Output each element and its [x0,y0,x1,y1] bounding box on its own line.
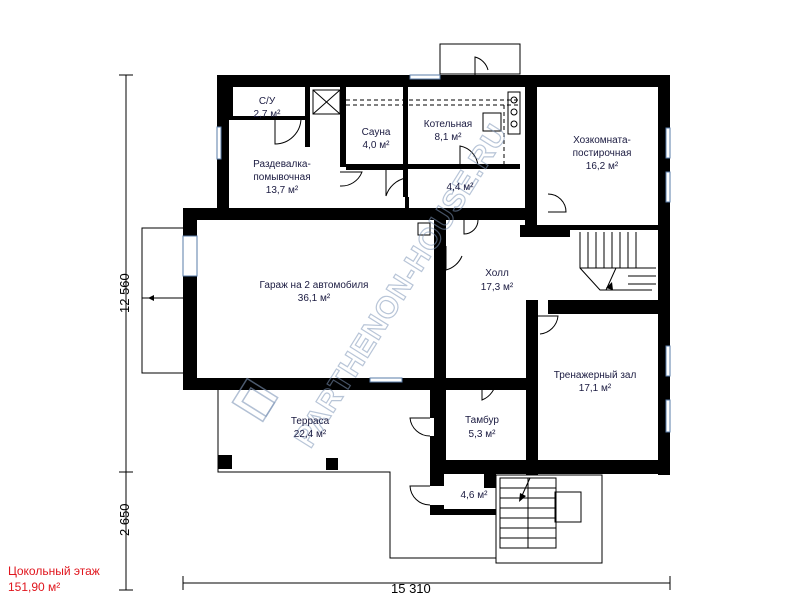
dim-height-lower: 2 650 [117,503,132,536]
room-trenazher-area: 17,1 м² [579,383,612,394]
carport-arrow-icon [148,295,168,301]
floor-summary: Цокольный этаж 151,90 м² [8,563,100,595]
room-hozkomnata-area: 16,2 м² [586,161,619,172]
room-tambur-name: Тамбур [465,414,499,426]
room-sauna-name: Сауна [362,127,391,138]
room-porch: 4,6 м² [461,490,489,501]
floor-name: Цокольный этаж [8,564,100,578]
room-trenazher-name: Тренажерный зал [554,370,637,381]
room-su: С/У 2,7 м² [254,96,282,120]
windows [182,74,671,433]
fixtures [312,89,521,236]
room-tambur: Тамбур 5,3 м² [465,414,499,440]
room-porch-area: 4,6 м² [461,490,489,501]
room-kotelnaya: Котельная 8,1 м² [424,119,472,143]
room-hozkomnata-name1: Хозкомната- [573,135,631,146]
stairs-upper [579,232,656,291]
room-terrasa: Терраса 22,4 м² [291,416,330,440]
room-hozkomnata: Хозкомната- постирочная 16,2 м² [573,135,632,172]
room-su-area: 2,7 м² [254,109,282,120]
room-sauna-area: 4,0 м² [363,140,391,151]
room-terrasa-name: Терраса [291,416,330,427]
room-garage-area: 36,1 м² [298,293,331,304]
room-kotelnaya-area: 8,1 м² [435,132,463,143]
room-holl: Холл 17,3 м² [481,268,514,293]
dim-height-main: 12 560 [117,273,132,313]
room-razdevalka-name2: помывочная [253,172,310,183]
room-garage-name: Гараж на 2 автомобиля [260,279,369,291]
doors [274,56,567,506]
floor-area: 151,90 м² [8,580,61,594]
room-kotelnaya-name: Котельная [424,119,472,130]
room-corridor-area: 4,4 м² [447,182,475,193]
room-sauna: Сауна 4,0 м² [362,127,391,151]
room-tambur-area: 5,3 м² [469,429,497,440]
room-trenazher: Тренажерный зал 17,1 м² [554,370,637,394]
dimension-lines [119,74,671,591]
room-hozkomnata-name2: постирочная [573,148,632,159]
room-garage: Гараж на 2 автомобиля 36,1 м² [260,279,369,304]
watermark-logo-icon [231,377,279,423]
room-razdevalka-area: 13,7 м² [266,185,299,196]
room-razdevalka: Раздевалка- помывочная 13,7 м² [253,159,311,196]
room-corridor: 4,4 м² [447,182,475,193]
room-terrasa-area: 22,4 м² [294,429,327,440]
room-su-name: С/У [259,96,276,107]
room-holl-name: Холл [485,268,509,279]
dim-width: 15 310 [391,581,431,596]
room-holl-area: 17,3 м² [481,282,514,293]
stairs-porch [499,477,557,549]
room-razdevalka-name1: Раздевалка- [253,159,311,170]
